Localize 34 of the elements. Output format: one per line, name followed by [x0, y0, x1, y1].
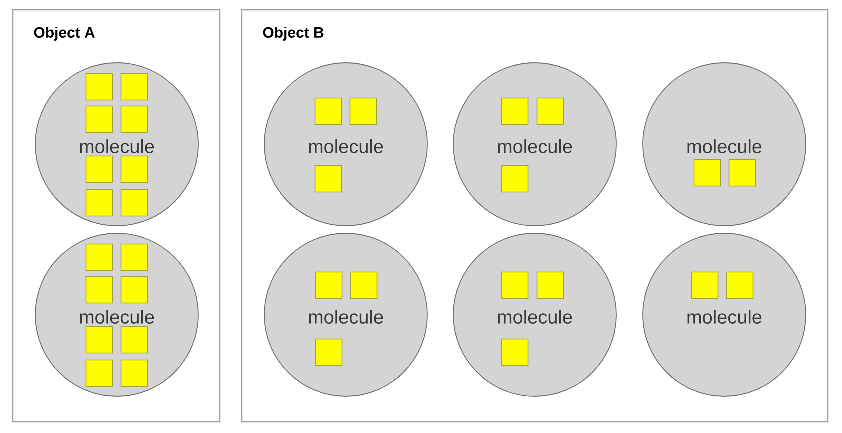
square [120, 156, 148, 184]
square [120, 189, 148, 217]
square [86, 106, 114, 134]
square [314, 165, 342, 193]
square [120, 276, 148, 304]
square [501, 338, 529, 366]
square [315, 272, 343, 300]
square [86, 156, 114, 184]
square [536, 272, 564, 300]
square [315, 338, 343, 366]
box-title: Object A [34, 27, 95, 41]
square [350, 272, 378, 300]
square [86, 276, 114, 304]
square [86, 360, 114, 388]
square [314, 98, 342, 126]
square [120, 106, 148, 134]
square [120, 326, 148, 354]
box-title: Object B [263, 27, 324, 41]
square [120, 73, 148, 101]
square [86, 244, 114, 272]
square [501, 98, 529, 126]
square [501, 165, 529, 193]
square [120, 244, 148, 272]
square [350, 98, 378, 126]
square [691, 272, 719, 300]
square [694, 159, 722, 187]
square [501, 272, 529, 300]
square [726, 272, 754, 300]
square [120, 360, 148, 388]
square [86, 189, 114, 217]
square [86, 73, 114, 101]
square [728, 159, 756, 187]
square [536, 98, 564, 126]
square [86, 326, 114, 354]
